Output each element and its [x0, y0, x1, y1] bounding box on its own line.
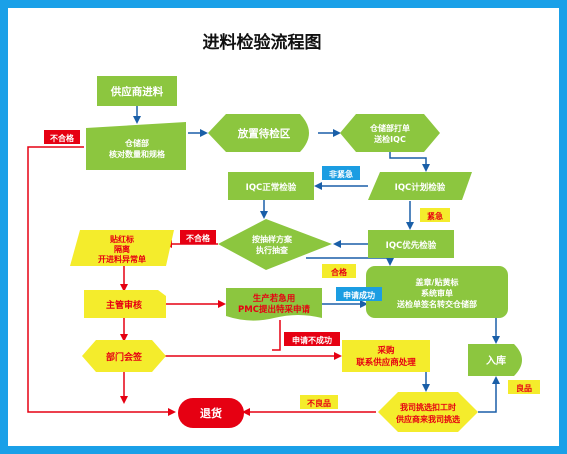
- label-apply-fail: 申请不成功: [284, 332, 340, 346]
- diagram-title: 进料检验流程图: [203, 32, 322, 53]
- node-iqc-plan: IQC计划检验: [368, 172, 472, 200]
- svg-text:仓储部打单: 仓储部打单: [369, 123, 410, 133]
- label-apply-ok: 申请成功: [336, 287, 382, 301]
- node-warehouse-in: 入库: [468, 344, 522, 376]
- svg-text:隔离: 隔离: [114, 244, 130, 254]
- node-purchase: 采购 联系供应商处理: [342, 340, 430, 372]
- node-dept-sign: 部门会签: [82, 340, 166, 372]
- svg-text:系统审单: 系统审单: [421, 288, 453, 298]
- label-bad: 不良品: [300, 395, 338, 409]
- svg-text:不良品: 不良品: [307, 398, 331, 408]
- node-warehouse-print: 仓储部打单 送检IQC: [340, 114, 440, 152]
- svg-text:申请不成功: 申请不成功: [292, 335, 332, 345]
- edge-check-reject-to-return: [27, 146, 176, 416]
- svg-text:核对数量和规格: 核对数量和规格: [109, 149, 166, 159]
- node-supplier-intake: 供应商进料: [97, 76, 177, 106]
- svg-text:不合格: 不合格: [186, 233, 211, 243]
- svg-text:入库: 入库: [486, 354, 506, 367]
- svg-text:贴红标: 贴红标: [110, 234, 134, 244]
- svg-text:生产若急用: 生产若急用: [253, 293, 296, 304]
- label-non-urgent: 非紧急: [322, 166, 360, 180]
- svg-text:退货: 退货: [200, 406, 222, 420]
- svg-text:盖章/贴黄标: 盖章/贴黄标: [416, 277, 459, 287]
- svg-text:IQC计划检验: IQC计划检验: [395, 182, 446, 193]
- label-good: 良品: [508, 380, 540, 394]
- edge-print-to-plan: [389, 148, 430, 172]
- edge-pmc-fail: [272, 320, 281, 351]
- label-reject-2: 不合格: [180, 230, 216, 244]
- edge-sort-to-warehouse: [478, 376, 500, 413]
- svg-text:合格: 合格: [330, 267, 348, 277]
- node-return-goods: 退货: [178, 398, 244, 428]
- svg-text:主管审核: 主管审核: [106, 299, 142, 311]
- svg-text:申请成功: 申请成功: [343, 290, 375, 300]
- svg-text:采购: 采购: [376, 345, 395, 356]
- node-sort-rework: 我司挑选扣工时 供应商来我司挑选: [378, 392, 478, 432]
- svg-text:送检单签名转交仓储部: 送检单签名转交仓储部: [396, 299, 477, 309]
- svg-text:PMC提出特采申请: PMC提出特采申请: [238, 304, 310, 315]
- label-reject-1: 不合格: [44, 130, 80, 144]
- svg-text:IQC优先检验: IQC优先检验: [386, 240, 437, 251]
- svg-text:开进料异常单: 开进料异常单: [98, 254, 146, 264]
- svg-text:我司挑选扣工时: 我司挑选扣工时: [400, 402, 456, 412]
- node-supervisor: 主管审核: [84, 290, 166, 318]
- label-pass: 合格: [322, 264, 356, 278]
- svg-text:紧急: 紧急: [427, 211, 443, 221]
- node-pmc: 生产若急用 PMC提出特采申请: [226, 288, 322, 321]
- node-warehouse-check: 仓储部 核对数量和规格: [86, 122, 186, 170]
- svg-text:执行抽查: 执行抽查: [256, 245, 289, 255]
- svg-text:部门会签: 部门会签: [106, 351, 143, 363]
- label-urgent: 紧急: [420, 208, 450, 222]
- svg-text:按抽样方案: 按抽样方案: [252, 234, 293, 244]
- node-red-label: 贴红标 隔离 开进料异常单: [70, 230, 174, 266]
- svg-text:供应商来我司挑选: 供应商来我司挑选: [395, 414, 460, 424]
- svg-text:仓储部: 仓储部: [124, 138, 149, 148]
- svg-text:良品: 良品: [516, 383, 532, 393]
- svg-text:不合格: 不合格: [50, 133, 75, 143]
- svg-text:送检IQC: 送检IQC: [373, 134, 406, 144]
- node-iqc-normal: IQC正常检验: [228, 172, 314, 200]
- svg-text:放置待检区: 放置待检区: [237, 127, 291, 140]
- node-iqc-priority: IQC优先检验: [368, 230, 454, 258]
- node-sampling: 按抽样方案 执行抽查: [218, 219, 332, 270]
- node-staging-area: 放置待检区: [208, 114, 309, 152]
- svg-text:非紧急: 非紧急: [329, 169, 353, 179]
- svg-text:联系供应商处理: 联系供应商处理: [356, 357, 416, 368]
- svg-text:供应商进料: 供应商进料: [110, 85, 164, 98]
- node-approve: 盖章/贴黄标 系统审单 送检单签名转交仓储部: [366, 266, 508, 318]
- svg-text:IQC正常检验: IQC正常检验: [246, 182, 297, 193]
